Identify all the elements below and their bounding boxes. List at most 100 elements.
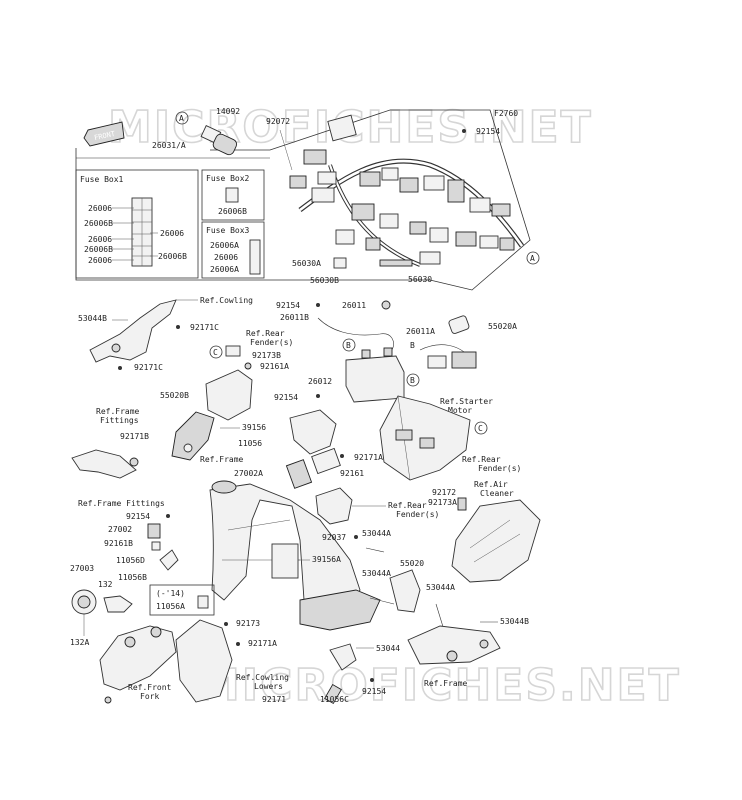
cap-part-icon bbox=[448, 315, 470, 334]
label: Cleaner bbox=[480, 489, 514, 498]
bolt-icon bbox=[370, 678, 374, 682]
label: 92154 bbox=[276, 301, 300, 310]
label: 26006 bbox=[88, 204, 112, 213]
bolt-icon bbox=[354, 535, 358, 539]
label: 92154 bbox=[274, 393, 298, 402]
callout-circle bbox=[175, 111, 189, 125]
fuse-box-title: Fuse Box1 bbox=[80, 175, 124, 184]
front-fork-bracket-icon bbox=[99, 625, 177, 691]
label: Fender(s) bbox=[478, 464, 521, 473]
label: 11056B bbox=[118, 573, 147, 582]
label: 92161B bbox=[104, 539, 133, 548]
relay-icon bbox=[285, 459, 313, 489]
bracket-icon bbox=[389, 569, 421, 613]
callout-c: C bbox=[478, 424, 483, 433]
harness-frame bbox=[75, 109, 531, 291]
label: 92171C bbox=[190, 323, 219, 332]
label: 26006A bbox=[210, 265, 239, 274]
label: Ref.Frame bbox=[200, 455, 244, 464]
label: 92171A bbox=[248, 639, 277, 648]
label: 53044A bbox=[426, 583, 455, 592]
bolt-icon bbox=[457, 497, 467, 511]
fuse-grid-icon bbox=[131, 197, 153, 267]
callout-b: B bbox=[410, 376, 415, 385]
callout-a: A bbox=[530, 254, 535, 263]
bracket-icon bbox=[329, 643, 357, 671]
label: Ref.Rear bbox=[246, 329, 285, 338]
fuse-box-1 bbox=[75, 169, 199, 279]
label: Fender(s) bbox=[250, 338, 293, 347]
cable-icon bbox=[317, 317, 394, 351]
label: 92173 bbox=[236, 619, 260, 628]
bolt-icon bbox=[316, 303, 320, 307]
bolt-icon bbox=[236, 642, 240, 646]
callout-b-label: B bbox=[410, 341, 415, 350]
callout-circle bbox=[406, 373, 420, 387]
label: 92171 bbox=[262, 695, 286, 704]
label: 92154 bbox=[126, 512, 150, 521]
callout-circle bbox=[209, 345, 223, 359]
fuse-box-2 bbox=[201, 169, 265, 221]
label: (-'14) bbox=[156, 589, 185, 598]
label: 26012 bbox=[308, 377, 332, 386]
battery-tray-icon bbox=[379, 395, 471, 481]
label: 92161 bbox=[340, 469, 364, 478]
label: Ref.Cowling bbox=[200, 296, 253, 305]
nut-icon bbox=[381, 300, 391, 310]
rear-frame-icon bbox=[407, 625, 501, 665]
label: 39156 bbox=[242, 423, 266, 432]
year-note-box bbox=[149, 584, 215, 616]
cap-part-icon bbox=[200, 125, 238, 156]
relay-icon bbox=[147, 523, 161, 539]
callout-circle bbox=[342, 338, 356, 352]
cowling-bracket-icon bbox=[89, 299, 177, 363]
label: 92154 bbox=[476, 127, 500, 136]
label: 53044A bbox=[362, 569, 391, 578]
label: Motor bbox=[448, 406, 472, 415]
label: 53044B bbox=[78, 314, 107, 323]
label: 53044A bbox=[362, 529, 391, 538]
label: 39156A bbox=[312, 555, 341, 564]
label: 26011A bbox=[406, 327, 435, 336]
label: 26006B bbox=[84, 219, 113, 228]
rear-bracket-icon bbox=[315, 487, 353, 525]
label: 26006B bbox=[218, 207, 247, 216]
label: 26006A bbox=[210, 241, 239, 250]
label: 92171C bbox=[134, 363, 163, 372]
label: 132A bbox=[70, 638, 89, 647]
label: 27002 bbox=[108, 525, 132, 534]
relay-icon bbox=[451, 351, 477, 369]
label: 56030A bbox=[292, 259, 321, 268]
label: Ref.Starter bbox=[440, 397, 493, 406]
ecu-icon bbox=[311, 447, 341, 475]
label: 11056A bbox=[156, 602, 185, 611]
label: Fork bbox=[140, 692, 159, 701]
label: 92072 bbox=[266, 117, 290, 126]
connector-icon bbox=[333, 257, 347, 269]
label: 26006 bbox=[214, 253, 238, 262]
label: 26006 bbox=[88, 256, 112, 265]
frame-icon bbox=[209, 480, 381, 631]
bolt-icon bbox=[462, 129, 466, 133]
label: 53044 bbox=[376, 644, 400, 653]
label: 26011 bbox=[342, 301, 366, 310]
label: 92037 bbox=[322, 533, 346, 542]
bolt-icon bbox=[104, 696, 112, 704]
label: 55020A bbox=[488, 322, 517, 331]
label: 53044B bbox=[500, 617, 529, 626]
label: 92171A bbox=[354, 453, 383, 462]
bolt-icon bbox=[118, 366, 122, 370]
label: 132 bbox=[98, 580, 113, 589]
label: Ref.Frame bbox=[96, 407, 140, 416]
label: Ref.Cowling bbox=[236, 673, 289, 682]
frame-fitting-icon bbox=[71, 449, 139, 479]
bolt-icon bbox=[224, 622, 228, 626]
label: 92161A bbox=[260, 362, 289, 371]
bolt-icon bbox=[316, 394, 320, 398]
callout-c: C bbox=[213, 348, 218, 357]
label: Fender(s) bbox=[396, 510, 439, 519]
fuse-box-title: Fuse Box3 bbox=[206, 226, 250, 235]
label: Ref.Rear bbox=[462, 455, 501, 464]
label: Lowers bbox=[254, 682, 283, 691]
label: Ref.Air bbox=[474, 480, 508, 489]
